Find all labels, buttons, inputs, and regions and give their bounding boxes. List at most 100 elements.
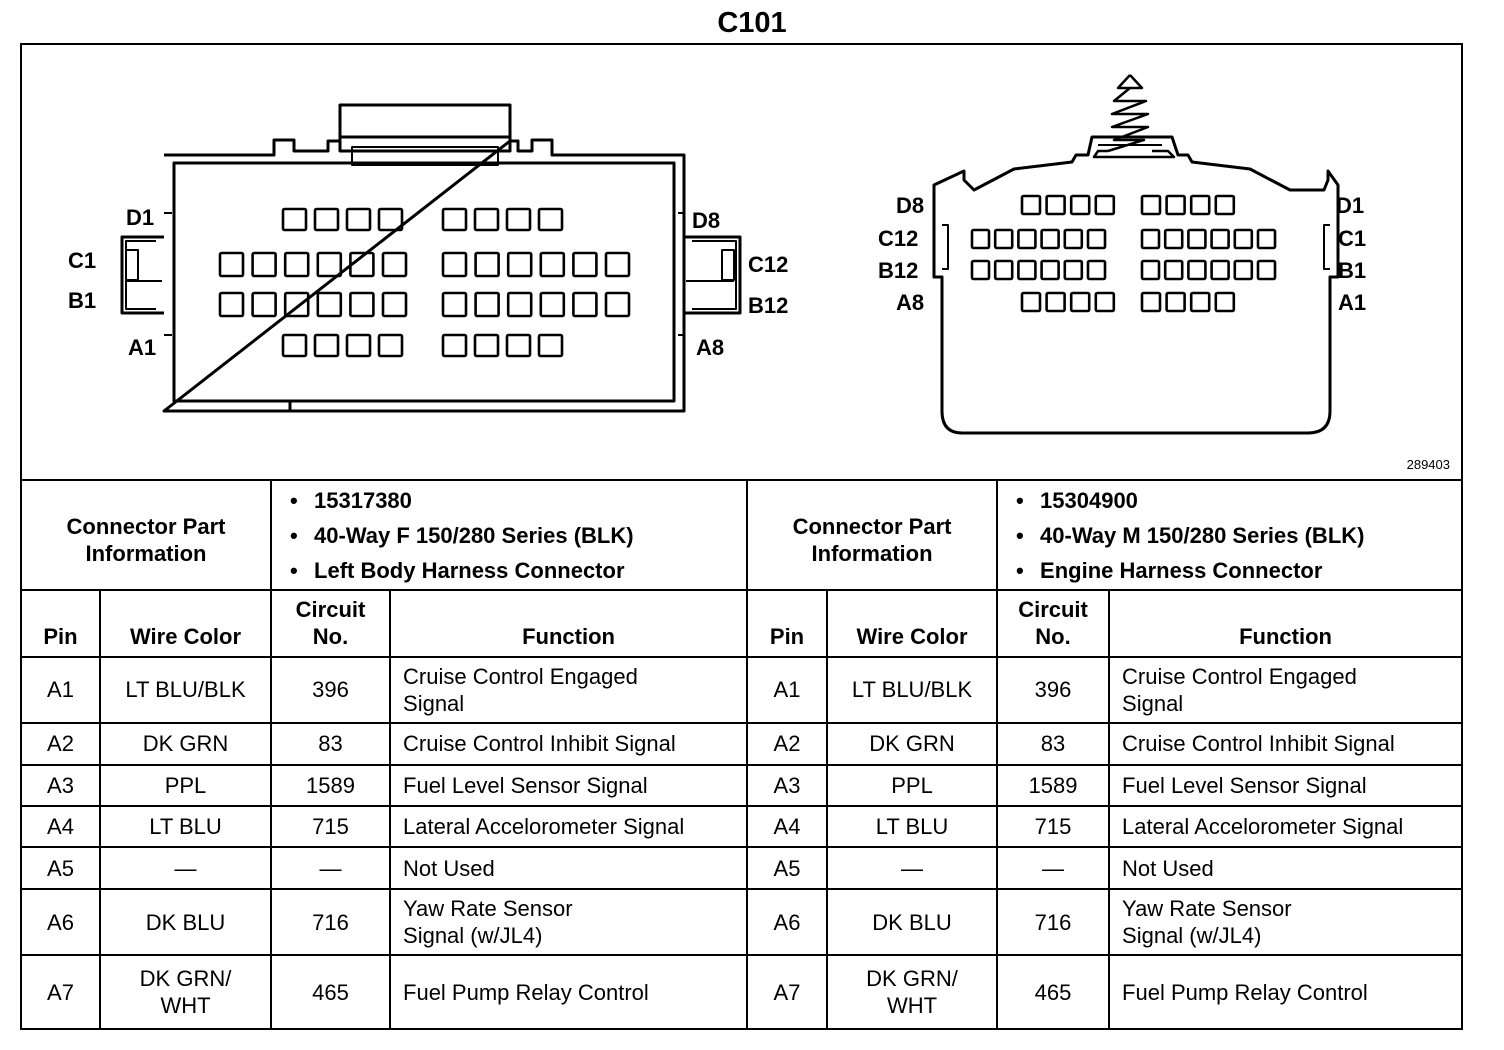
pin-cavity [1256,228,1277,250]
right-connector-info: 15304900 40-Way M 150/280 Series (BLK) E… [996,479,1462,591]
connector-diagram: D1 C1 B1 A1 D8 C12 B12 A8 D8 C12 B12 A8 … [68,74,1366,435]
pin-cavity [1163,259,1184,281]
circuit-number-cell: 396 [996,655,1111,725]
pin-cavity [345,333,372,358]
right-pin-label-c12: C12 [878,226,918,251]
pin-cavity [1140,259,1161,281]
pin-cavity [1187,228,1207,250]
column-header-row: Pin Wire Color Circuit No. Function Pin … [22,589,1462,657]
circuit-number-cell: 396 [270,655,392,725]
left-connector-face-icon [120,103,742,413]
pin-cavity [604,291,631,318]
right-part-number: 15304900 [1016,483,1461,518]
page-title: C101 [717,7,787,39]
function-cell: Fuel Pump Relay Control [1108,954,1462,1028]
pin-cavity [1040,228,1060,250]
pin-cavity [572,251,598,278]
pin-cell: A3 [22,763,101,807]
pin-cavity [993,259,1014,281]
wire-color-cell: LT BLU [826,804,999,849]
function-cell: Fuel Level Sensor Signal [1108,763,1462,807]
wire-color-cell: DK GRN [826,722,999,766]
pin-cavity [1165,291,1186,313]
pin-cell: A1 [746,655,829,725]
pin-cavity [1214,194,1236,216]
left-connector-description: Left Body Harness Connector [290,553,746,588]
header-circuit-no: Circuit No. [996,589,1111,657]
left-pin-label-b1: B1 [68,288,96,313]
function-cell: Not Used [389,846,749,890]
pin-cavity [604,251,631,278]
pin-cavity [1040,259,1060,281]
right-pin-label-b1: B1 [1338,258,1366,283]
pin-cavity [1233,228,1254,250]
pin-cell: A2 [22,722,101,766]
circuit-number-cell: 465 [996,954,1111,1028]
function-cell: Lateral Accelorometer Signal [1108,804,1462,849]
pin-cavity [349,291,375,318]
left-connector-type: 40-Way F 150/280 Series (BLK) [290,518,746,553]
circuit-number-cell: 1589 [996,763,1111,807]
pin-cavity [1017,259,1037,281]
left-pin-label-c1: C1 [68,248,96,273]
wire-color-cell: DK GRN [98,722,273,766]
wire-color-cell: LT BLU/BLK [826,655,999,725]
right-pin-label-d1: D1 [1336,193,1364,218]
pin-cavity [218,251,245,278]
wire-color-cell: — [826,846,999,890]
right-pin-label-a8: A8 [896,290,924,315]
pin-cavity [441,333,468,358]
pin-cavity [1063,228,1084,250]
right-connector-part-info-label: Connector Part Information [746,479,999,591]
pin-cavity [970,228,991,250]
right-pin-label-a1: A1 [1338,290,1366,315]
pin-cavity [1140,291,1162,313]
pin-cavity [283,291,310,318]
right-pin-label-d8: D8 [896,193,924,218]
left-pin-label-c12: C12 [748,252,788,277]
pin-cavity [473,207,500,232]
left-pin-label-d1: D1 [126,205,154,230]
pin-cavity [505,333,532,358]
function-cell: Not Used [1108,846,1462,890]
pin-cell: A5 [746,846,829,890]
circuit-number-cell: — [996,846,1111,890]
function-cell: Fuel Pump Relay Control [389,954,749,1028]
pin-cavity [251,291,277,318]
pin-cavity [1094,291,1116,313]
right-connector-face-icon [932,74,1340,435]
pin-cavity [381,291,408,318]
pin-cavity [1140,194,1162,216]
pin-cell: A1 [22,655,101,725]
function-cell: Fuel Level Sensor Signal [389,763,749,807]
left-pin-label-a8: A8 [696,335,724,360]
function-cell: Cruise Control Inhibit Signal [389,722,749,766]
pinout-table: Connector Part Information 15317380 40-W… [22,479,1462,1028]
pin-cavity [474,291,500,318]
pin-cavity [1256,259,1277,281]
pin-cavity [506,251,533,278]
wire-color-cell: DK GRN/WHT [98,954,273,1028]
left-part-number: 15317380 [290,483,746,518]
pin-cavity [251,251,277,278]
part-info-row: Connector Part Information 15317380 40-W… [22,479,1462,591]
circuit-number-cell: 715 [996,804,1111,849]
pin-cavity [473,333,500,358]
header-function: Function [389,589,749,657]
circuit-number-cell: 1589 [270,763,392,807]
header-wire-color: Wire Color [826,589,999,657]
pin-cell: A7 [746,954,829,1028]
pin-cavity [1187,259,1207,281]
pin-cell: A3 [746,763,829,807]
pin-cavity [970,259,991,281]
right-connector-description: Engine Harness Connector [1016,553,1461,588]
pin-cavity [1214,291,1236,313]
circuit-number-cell: 83 [996,722,1111,766]
document-number: 289403 [1406,457,1450,472]
pin-cavity [1063,259,1084,281]
